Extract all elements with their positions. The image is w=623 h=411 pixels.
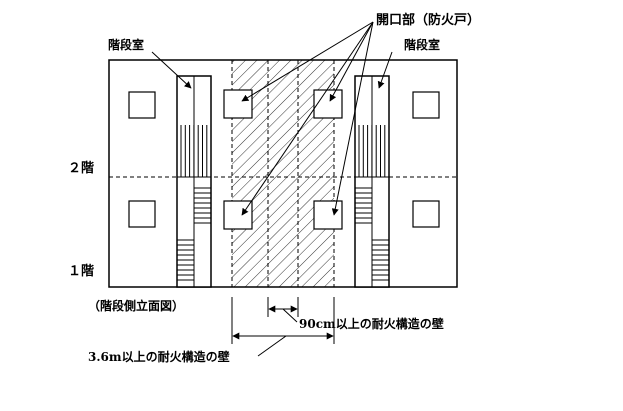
label-wall-36: 3.6m以上の耐火構造の壁 — [88, 349, 230, 364]
stair-treads-left-lower-b — [177, 239, 194, 281]
dim-36-leader — [257, 335, 287, 357]
fire-door-right-upper — [313, 89, 343, 119]
window-left-lower — [128, 200, 156, 228]
building-outline — [108, 59, 458, 288]
window-right-upper — [412, 91, 440, 119]
opening-leaders — [241, 21, 374, 216]
leader-to-left-lower-door — [241, 21, 374, 216]
stair-treads-left-upper — [180, 125, 208, 177]
stair-treads-right-lower-a — [355, 187, 372, 224]
leader-to-right-upper-door — [329, 21, 374, 102]
label-view: （階段側立面図） — [88, 298, 184, 313]
label-stair-right: 階段室 — [404, 37, 440, 52]
leader-to-right-lower-door — [331, 21, 374, 216]
label-floor-2: ２階 — [68, 160, 94, 176]
fire-door-left-upper — [223, 89, 253, 119]
label-floor-1: １階 — [68, 263, 94, 279]
stair-treads-right-upper — [358, 125, 386, 177]
leader-to-left-upper-door — [241, 21, 374, 102]
stair-treads-left-lower-a — [194, 187, 211, 224]
fire-door-right-lower — [313, 200, 343, 230]
window-right-lower — [412, 200, 440, 228]
label-stair-left: 階段室 — [108, 37, 144, 52]
leader-stair-right — [377, 51, 393, 89]
label-wall-90: 90cm以上の耐火構造の壁 — [299, 316, 444, 331]
fire-door-left-lower — [223, 200, 253, 230]
window-left-upper — [128, 91, 156, 119]
stair-treads-right-lower-b — [372, 239, 389, 281]
dim-90-leader — [282, 308, 298, 323]
leader-stair-left — [151, 51, 192, 89]
label-opening: 開口部（防火戸） — [376, 12, 480, 28]
